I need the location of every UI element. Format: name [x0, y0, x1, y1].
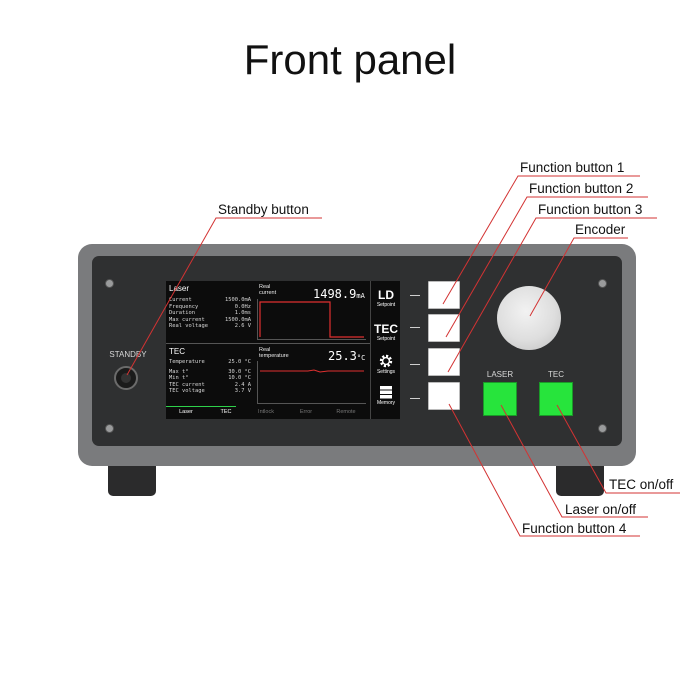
callout-standby-button: Standby button [218, 202, 309, 217]
function-button-2[interactable] [428, 314, 460, 342]
reading-row: Min t°10.0 °C [169, 375, 251, 381]
tec-button-label: TEC [548, 370, 564, 379]
callout-laser-on-off: Laser on/off [565, 502, 637, 517]
button-marker [410, 398, 420, 399]
tec-temperature-value: 25.3°C [328, 349, 366, 363]
screw [105, 279, 114, 288]
callout-encoder: Encoder [575, 222, 626, 237]
laser-current-graph [257, 299, 366, 340]
callout-function-button-1: Function button 1 [520, 160, 625, 175]
section-divider [166, 343, 370, 344]
tec-temperature-graph [257, 361, 366, 404]
function-button-4[interactable] [428, 382, 460, 410]
screw [598, 424, 607, 433]
tec-on-off-button[interactable] [539, 382, 573, 416]
standby-button[interactable] [114, 366, 138, 390]
screw [105, 424, 114, 433]
button-marker [410, 295, 420, 296]
tec-section-title: TEC [169, 347, 185, 356]
memory-icon [371, 385, 401, 400]
gear-icon [371, 353, 401, 369]
tab-remote[interactable]: Remote [336, 409, 356, 415]
button-marker [410, 364, 420, 365]
function-button-3[interactable] [428, 348, 460, 376]
laser-on-off-button[interactable] [483, 382, 517, 416]
button-marker [410, 327, 420, 328]
tab-laser[interactable]: Laser [179, 409, 193, 415]
ld-setpoint-softkey[interactable]: LD Setpoint [376, 288, 396, 308]
callout-function-button-2: Function button 2 [529, 181, 634, 196]
screen-tab-bar: Laser TEC Intlock Error Remote [166, 406, 370, 419]
tab-tec[interactable]: TEC [220, 409, 232, 415]
encoder-knob[interactable] [497, 286, 561, 350]
settings-softkey[interactable]: Settings [371, 353, 401, 375]
right-foot [556, 466, 604, 496]
tec-setpoint-softkey[interactable]: TEC Setpoint [374, 322, 398, 342]
tab-intlock[interactable]: Intlock [258, 409, 274, 415]
screen-side-menu: LD Setpoint TEC Setpoint Settings [370, 281, 401, 419]
tec-temperature-trace [260, 369, 364, 373]
laser-current-value: 1498.9mA [313, 287, 365, 301]
laser-button-label: LASER [486, 370, 514, 379]
left-foot [108, 466, 156, 496]
active-tab-indicator [166, 406, 236, 407]
function-button-1[interactable] [428, 281, 460, 309]
laser-section-title: Laser [169, 284, 190, 293]
reading-row: Max t°30.0 °C [169, 368, 251, 375]
page-title: Front panel [243, 36, 457, 83]
laser-current-trace [259, 301, 364, 338]
memory-softkey[interactable]: Memory [371, 385, 401, 406]
callout-function-button-3: Function button 3 [538, 202, 643, 217]
standby-label: STANDBY [109, 350, 147, 359]
screw [598, 279, 607, 288]
tab-error[interactable]: Error [299, 409, 313, 415]
callout-tec-on-off: TEC on/off [609, 477, 674, 492]
callout-function-button-4: Function button 4 [522, 521, 627, 536]
